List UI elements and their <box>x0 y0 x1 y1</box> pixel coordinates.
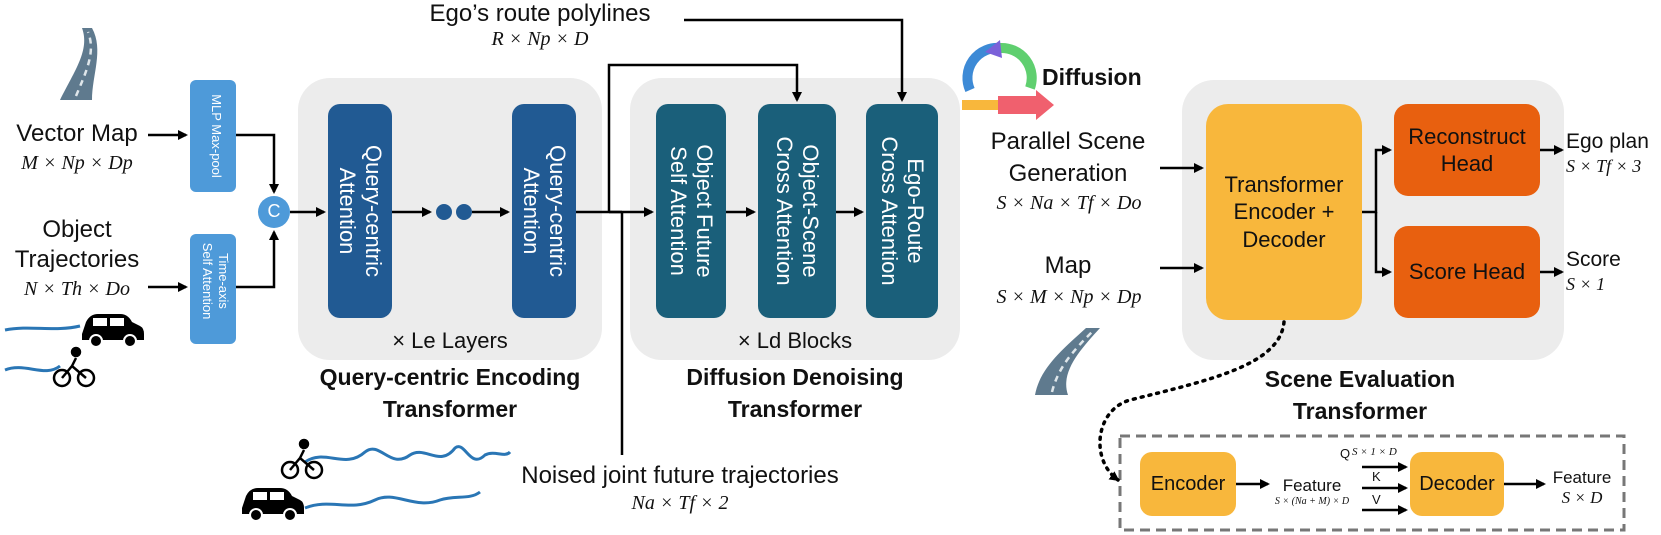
mlp-maxpool-block <box>190 80 236 192</box>
encoder-title-1: Query-centric Encoding <box>319 364 581 390</box>
qca-1-line2: Attention <box>335 167 360 255</box>
ego-plan-dim: S × Tf × 3 <box>1566 156 1642 176</box>
ofsa-line2: Self Attention <box>666 146 691 276</box>
recon-line2: Head <box>1440 151 1494 176</box>
parallel-scene-dim: S × Na × Tf × Do <box>996 192 1142 214</box>
erca-line2: Cross Attention <box>877 136 902 286</box>
core-line3: Decoder <box>1242 226 1326 252</box>
detail-out-feature-label: Feature <box>1552 468 1612 487</box>
noised-dim: Na × Tf × 2 <box>631 492 729 514</box>
concat-node <box>258 196 290 228</box>
ellipsis-dot-2 <box>456 204 472 220</box>
detail-feature-dim: S × (Na + M) × D <box>1274 496 1350 507</box>
encoder-title-2: Transformer <box>382 396 518 422</box>
query-centric-attention-block-2 <box>512 104 576 318</box>
parallel-scene-label-1: Parallel Scene <box>990 128 1146 155</box>
object-traj-label-2: Trajectories <box>14 246 140 273</box>
car-icon-left <box>82 314 144 348</box>
detail-v-label: V <box>1372 492 1381 507</box>
map-dim: S × M × Np × Dp <box>996 286 1142 308</box>
road-icon-bottom <box>1035 328 1100 395</box>
denoiser-repeat: × Ld Blocks <box>737 328 853 353</box>
detail-decoder-text: Decoder <box>1419 472 1495 495</box>
concat-text: C <box>267 201 281 221</box>
reconstruct-head-text: Reconstruct Head <box>1394 104 1540 196</box>
osca-line2: Cross Attention <box>772 136 797 286</box>
vector-map-label: Vector Map <box>16 120 138 147</box>
noised-trajectory-bike <box>304 445 512 464</box>
osca-line1: Object-Scene <box>798 144 823 278</box>
ego-route-cross-attention-block <box>866 104 938 318</box>
query-centric-attention-block-1 <box>328 104 392 318</box>
evaluator-title-2: Transformer <box>1292 398 1428 424</box>
noised-label: Noised joint future trajectories <box>521 462 839 489</box>
bike-icon-left <box>52 346 96 388</box>
recon-line1: Reconstruct <box>1408 123 1526 149</box>
route-label: Ego’s route polylines <box>429 0 651 27</box>
bike-icon-bottom <box>280 438 324 480</box>
score-label: Score <box>1566 248 1621 271</box>
denoiser-title-1: Diffusion Denoising <box>686 364 904 390</box>
qca-2-line1: Query-centric <box>545 144 570 278</box>
noised-trajectory-car <box>304 490 481 510</box>
parallel-scene-label-2: Generation <box>1008 160 1128 187</box>
object-traj-dim: N × Th × Do <box>24 278 130 300</box>
detail-encoder-block <box>1140 452 1236 516</box>
time-axis-text-2: Self Attention <box>200 242 215 320</box>
detail-feature-label: Feature <box>1282 476 1342 495</box>
core-line1: Transformer <box>1224 171 1344 197</box>
score-dim: S × 1 <box>1566 274 1606 294</box>
diffusion-label: Diffusion <box>1042 64 1142 90</box>
object-future-self-attention-block <box>656 104 726 318</box>
route-dim: R × Np × D <box>491 28 589 50</box>
time-axis-attention-block <box>190 234 236 344</box>
reconstruct-head-block <box>1394 104 1540 196</box>
map-label: Map <box>1044 252 1092 279</box>
ofsa-line1: Object Future <box>692 144 717 278</box>
qca-2-line2: Attention <box>519 167 544 255</box>
vector-map-dim: M × Np × Dp <box>21 152 133 174</box>
encoder-repeat: × Le Layers <box>392 328 508 353</box>
ellipsis-dot-1 <box>436 204 452 220</box>
detail-q-label: Q <box>1340 446 1351 461</box>
denoiser-title-2: Transformer <box>727 396 863 422</box>
score-head-text: Score Head <box>1408 259 1526 285</box>
detail-k-label: K <box>1372 469 1381 484</box>
detail-out-dim: S × D <box>1561 488 1603 507</box>
object-traj-label-1: Object <box>42 216 112 243</box>
detail-dashed-box <box>1118 434 1626 532</box>
detail-q-dim: S × 1 × D <box>1352 446 1397 458</box>
ego-plan-label: Ego plan <box>1566 130 1649 153</box>
bike-trajectory-left <box>4 364 61 373</box>
transformer-encoder-decoder-block <box>1206 104 1362 320</box>
detail-encoder-text: Encoder <box>1150 472 1226 495</box>
car-icon-bottom <box>242 488 304 522</box>
transformer-core-text: Transformer Encoder + Decoder <box>1206 104 1362 320</box>
road-icon-top <box>60 28 98 100</box>
diffusion-icon <box>962 40 1054 120</box>
car-trajectory-left <box>4 324 81 332</box>
object-scene-cross-attention-block <box>758 104 836 318</box>
score-head-block <box>1394 226 1540 318</box>
mlp-maxpool-text: MLP Max-pool <box>209 94 224 178</box>
detail-decoder-block <box>1410 452 1504 516</box>
erca-line1: Ego-Route <box>903 158 928 264</box>
evaluator-title-1: Scene Evaluation <box>1264 366 1456 392</box>
core-line2: Encoder + <box>1233 199 1335 225</box>
qca-1-line1: Query-centric <box>361 144 386 278</box>
